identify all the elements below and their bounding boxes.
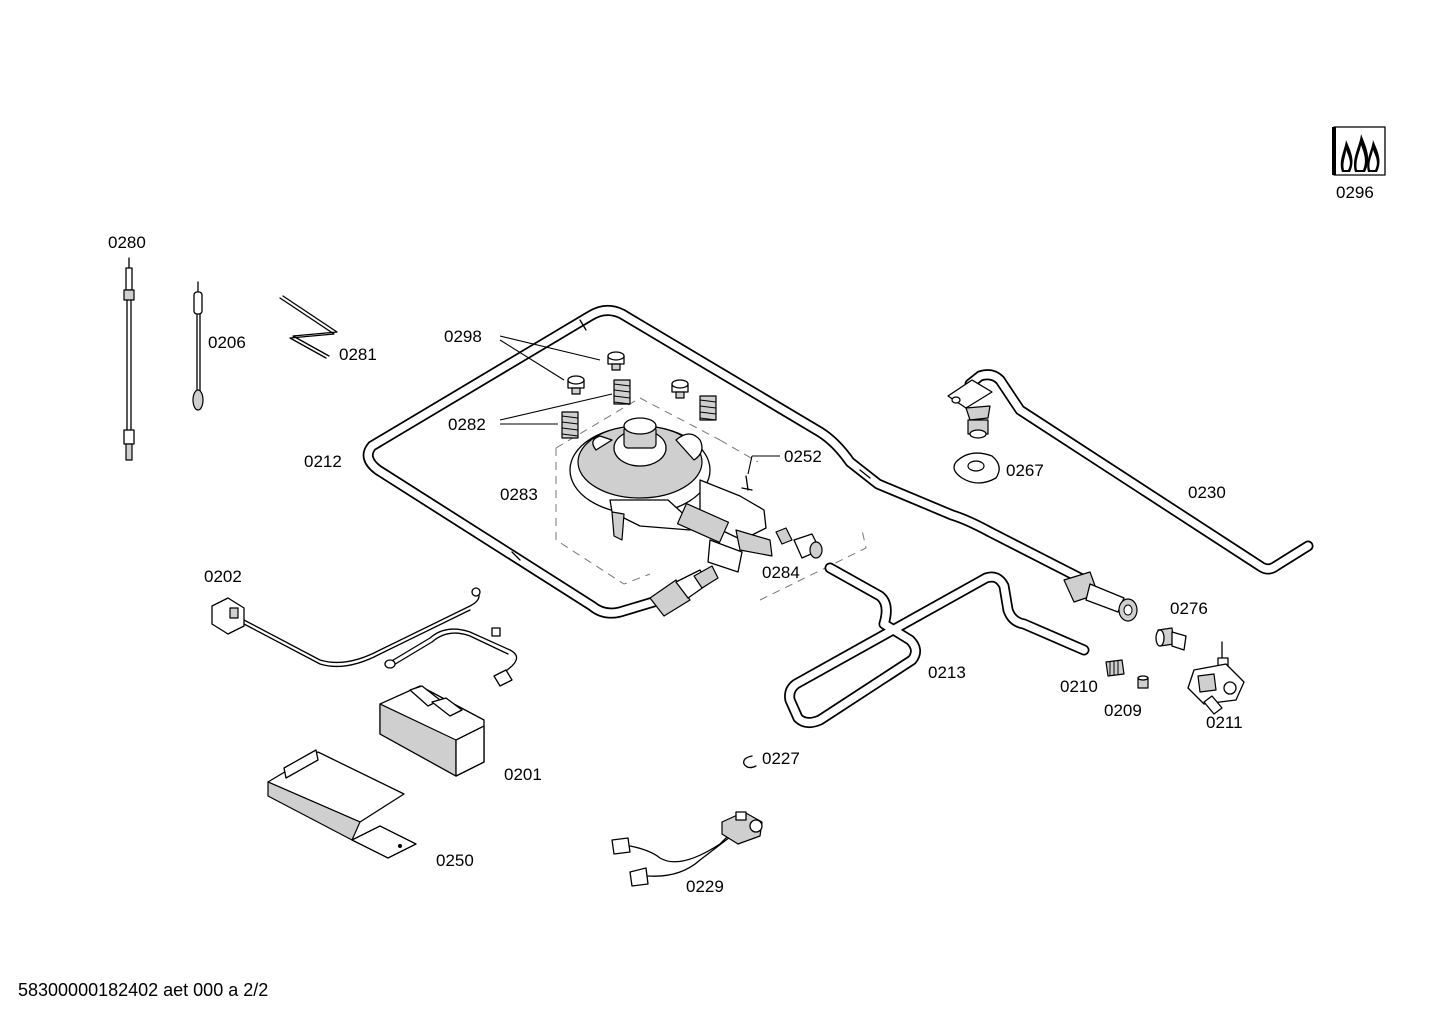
label-0276: 0276 — [1170, 599, 1208, 618]
clip-0227 — [743, 755, 757, 769]
label-0209: 0209 — [1104, 701, 1142, 720]
thermocouple-0280 — [123, 257, 135, 461]
label-0282: 0282 — [448, 415, 486, 434]
fitting-0209 — [1137, 675, 1149, 689]
label-0201: 0201 — [504, 765, 542, 784]
gas-pipe-0213 — [784, 562, 1090, 729]
clip-0281 — [279, 295, 338, 359]
pipe-fitting-left — [649, 565, 719, 617]
label-0230: 0230 — [1188, 483, 1226, 502]
label-0250: 0250 — [436, 851, 474, 870]
switch-0229 — [611, 811, 763, 887]
label-0202: 0202 — [204, 567, 242, 586]
assembly-outline — [555, 397, 867, 601]
label-0227: 0227 — [762, 749, 800, 768]
leader-0282-a — [499, 393, 613, 421]
gas-pipe-0212 — [362, 305, 1086, 619]
label-0296: 0296 — [1336, 183, 1374, 202]
label-0213: 0213 — [928, 663, 966, 682]
label-0206: 0206 — [208, 333, 246, 352]
label-0283: 0283 — [500, 485, 538, 504]
gas-valve-0283 — [569, 417, 773, 573]
gasket-0267 — [953, 452, 1000, 484]
label-0211: 0211 — [1206, 713, 1243, 732]
leader-0252-a — [747, 455, 753, 475]
fitting-0210 — [1105, 659, 1125, 677]
label-0280: 0280 — [108, 233, 146, 252]
label-0252: 0252 — [784, 447, 822, 466]
label-0281: 0281 — [339, 345, 377, 364]
pipe-fitting-right — [1063, 571, 1138, 622]
leader-0298-a — [499, 335, 601, 361]
ignition-electrode-0206 — [192, 281, 204, 411]
screw-0298 — [567, 351, 689, 399]
label-0267: 0267 — [1006, 461, 1044, 480]
label-0212: 0212 — [304, 452, 342, 471]
label-0298: 0298 — [444, 327, 482, 346]
leader-0298-b — [499, 339, 565, 381]
valve-0211 — [1187, 641, 1245, 715]
wiring-harness-0202 — [211, 587, 518, 687]
drawing-reference-footer: 58300000182402 aet 000 a 2/2 — [18, 980, 269, 1000]
gas-pipe-0230 — [947, 369, 1314, 575]
label-0210: 0210 — [1060, 677, 1098, 696]
gas-flame-icon — [1332, 126, 1386, 176]
injector-0284 — [775, 527, 823, 559]
nut-0276 — [1155, 627, 1187, 651]
spring-0282 — [561, 379, 717, 439]
bracket-0201 — [379, 685, 485, 777]
cover-0250 — [267, 749, 417, 859]
pin-0252 — [741, 475, 753, 491]
label-0229: 0229 — [686, 877, 724, 896]
label-0284: 0284 — [762, 563, 800, 582]
